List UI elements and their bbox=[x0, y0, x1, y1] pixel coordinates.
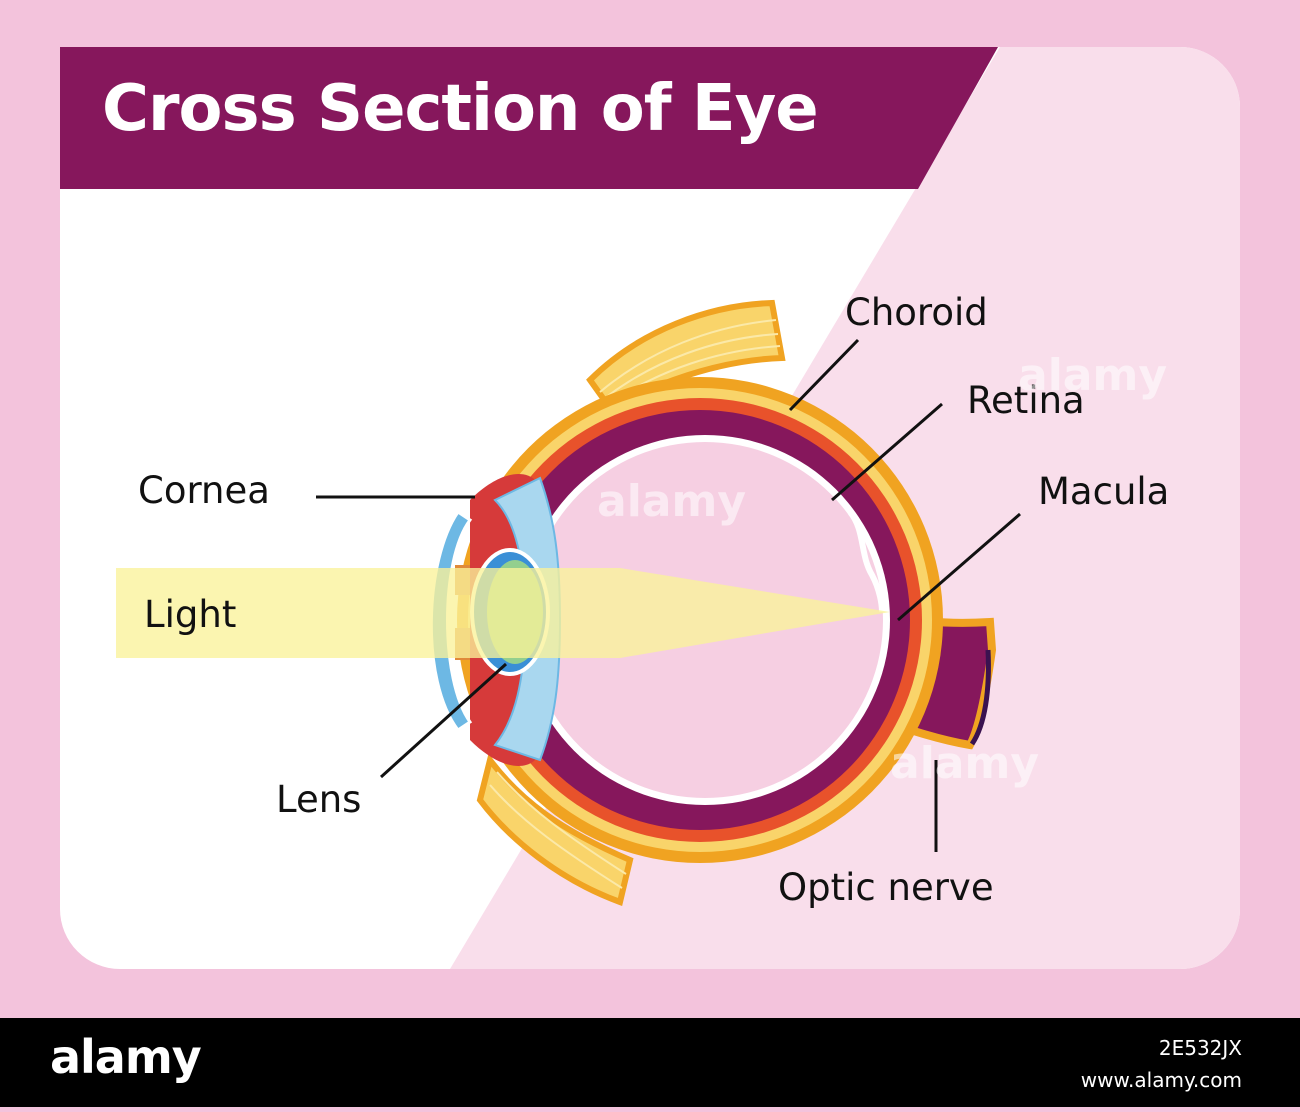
diagram-title: Cross Section of Eye bbox=[102, 72, 819, 146]
footer-bar bbox=[0, 1018, 1300, 1107]
label-lens: Lens bbox=[276, 778, 362, 821]
label-macula: Macula bbox=[1038, 470, 1170, 513]
choroid-leader bbox=[788, 338, 860, 412]
watermark-lower: alamy bbox=[890, 738, 1039, 789]
lower-eye-muscle bbox=[476, 753, 634, 906]
footer-brand-logo: alamy bbox=[50, 1030, 202, 1084]
label-retina: Retina bbox=[967, 379, 1085, 422]
light-beam bbox=[116, 568, 890, 658]
watermark-right: alamy bbox=[1018, 350, 1167, 401]
label-light: Light bbox=[144, 593, 237, 636]
retina-leader bbox=[831, 402, 943, 502]
footer-url: www.alamy.com bbox=[1080, 1068, 1242, 1092]
optic-nerve-edge bbox=[969, 649, 991, 746]
label-choroid: Choroid bbox=[845, 291, 988, 334]
macula-leader bbox=[897, 512, 1021, 622]
watermark-center: alamy bbox=[597, 476, 746, 527]
title-bar bbox=[60, 47, 998, 189]
label-optic-nerve: Optic nerve bbox=[778, 866, 994, 909]
macula-notch bbox=[847, 510, 885, 613]
footer-image-id: 2E532JX bbox=[1158, 1036, 1242, 1060]
label-cornea: Cornea bbox=[138, 469, 270, 512]
lens-leader bbox=[379, 662, 508, 779]
